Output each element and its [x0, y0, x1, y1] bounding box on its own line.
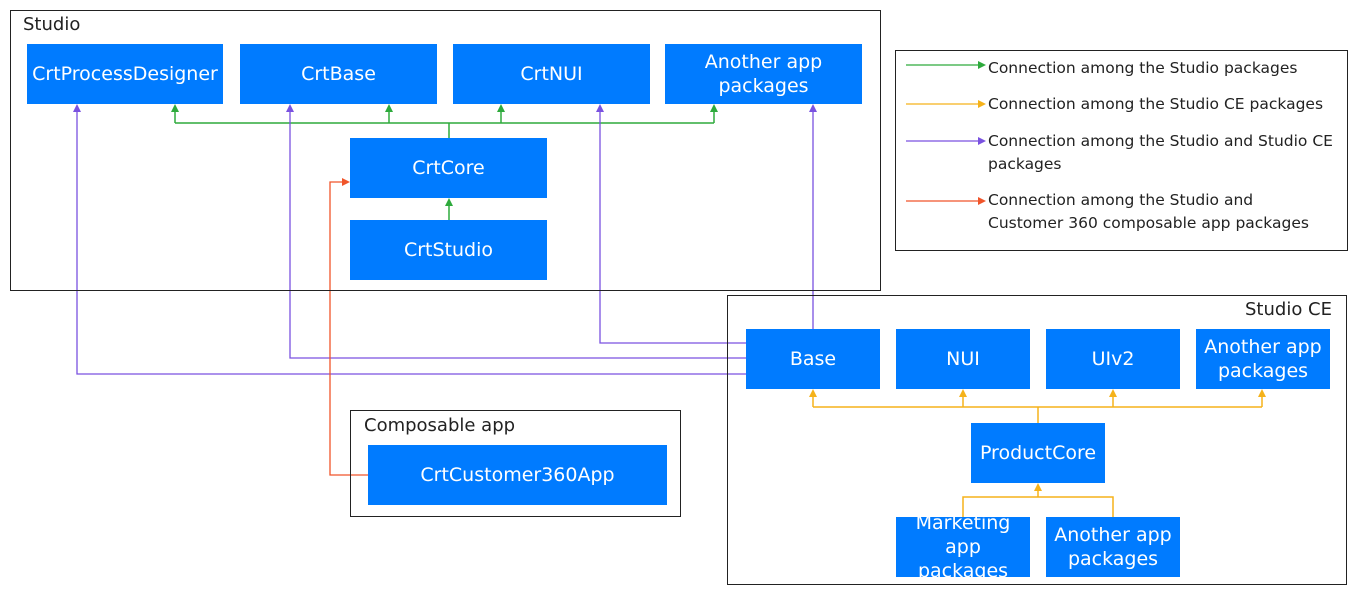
studio-ce-group — [727, 295, 1347, 585]
base-to-processdesigner-line — [73, 104, 746, 375]
legend — [895, 50, 1348, 251]
node-label: NUI — [946, 348, 980, 370]
node-crtstudio: CrtStudio — [350, 220, 547, 280]
node-uiv2: UIv2 — [1046, 329, 1180, 389]
node-label: Another app packages — [704, 51, 823, 97]
legend-label-studio: Connection among the Studio packages — [988, 59, 1298, 77]
node-crtprocessdesigner: CrtProcessDesigner — [27, 44, 223, 104]
studio-group-title: Studio — [23, 14, 81, 35]
node-label: UIv2 — [1091, 348, 1135, 370]
node-label: Base — [789, 348, 837, 370]
node-label: Marketing app packages — [915, 512, 1011, 582]
node-crtcustomer360app: CrtCustomer360App — [368, 445, 667, 505]
node-label: CrtProcessDesigner — [32, 63, 218, 85]
node-label: CrtNUI — [520, 63, 583, 85]
legend-swatches — [906, 61, 986, 205]
studio-ce-connectors — [809, 389, 1266, 517]
node-crtcore: CrtCore — [350, 138, 547, 198]
node-base: Base — [746, 329, 880, 389]
node-marketing-app: Marketing app packages — [896, 512, 1030, 582]
composable-group — [350, 410, 681, 517]
node-crtbase: CrtBase — [240, 44, 437, 104]
node-label: Another app packages — [1204, 336, 1322, 382]
legend-label-cross: Connection among the Studio and Studio C… — [988, 132, 1333, 173]
legend-label-customer360: Connection among the Studio and Customer… — [988, 191, 1309, 232]
base-to-crtnui-line — [596, 104, 746, 344]
studio-group — [10, 10, 881, 291]
composable-group-title: Composable app — [364, 415, 516, 436]
node-nui: NUI — [896, 329, 1030, 389]
node-label: Another app packages — [1054, 524, 1172, 570]
node-ce-another-app-bottom: Another app packages — [1046, 517, 1180, 577]
studio-connectors — [171, 104, 718, 220]
base-to-crtbase-line — [286, 104, 746, 359]
studio-ce-group-title: Studio CE — [1245, 299, 1332, 320]
node-label: ProductCore — [979, 442, 1097, 464]
customer360-to-core-line — [329, 178, 368, 476]
node-label: CrtBase — [301, 63, 376, 85]
legend-label-studio-ce: Connection among the Studio CE packages — [988, 95, 1324, 113]
cross-connectors — [73, 104, 817, 375]
composable-connectors — [329, 178, 368, 476]
node-crtnui: CrtNUI — [453, 44, 650, 104]
node-studio-another-app: Another app packages — [665, 44, 862, 104]
node-productcore: ProductCore — [971, 423, 1105, 483]
node-label: CrtStudio — [403, 239, 494, 261]
node-label: CrtCore — [412, 157, 485, 179]
node-label: CrtCustomer360App — [420, 464, 615, 486]
node-ce-another-app: Another app packages — [1196, 329, 1330, 389]
